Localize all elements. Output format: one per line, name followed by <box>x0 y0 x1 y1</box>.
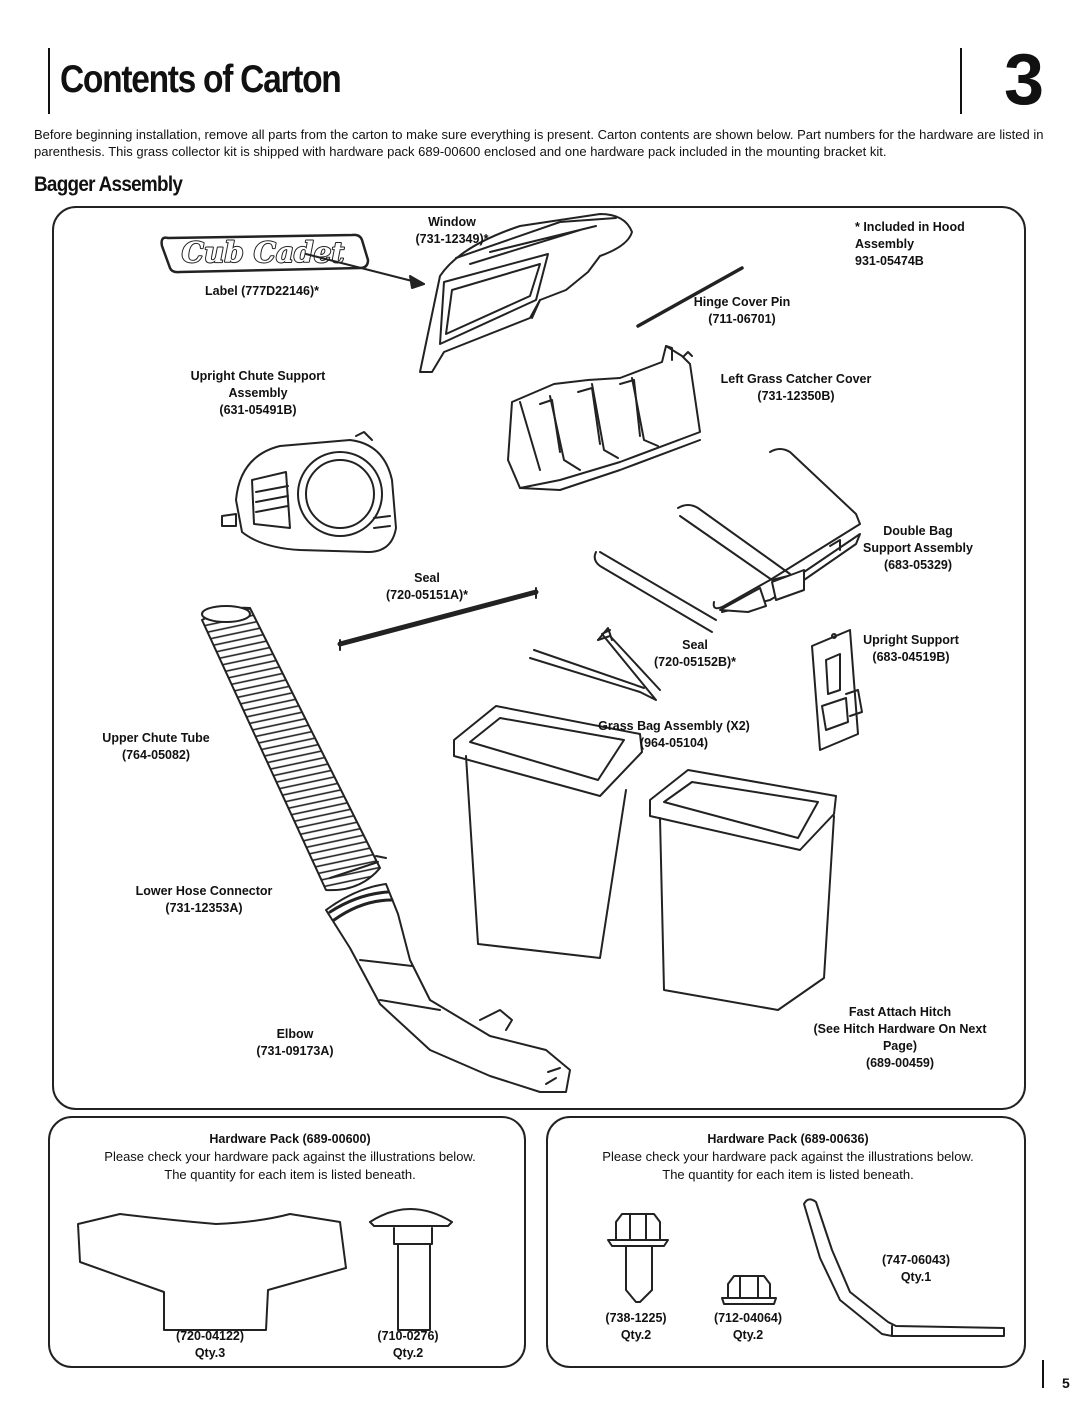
page-number: 5 <box>1062 1375 1070 1391</box>
hardware-item-label: (712-04064)Qty.2 <box>713 1311 783 1342</box>
lower-hose-label: Lower Hose Connector(731-12353A) <box>135 884 273 915</box>
seal-b-icon <box>530 628 660 700</box>
grass-catcher-cover-icon <box>508 346 700 490</box>
cub-cadet-logo-icon: Cub Cadet <box>162 235 368 272</box>
seal-b-label: Seal(720-05152B)* <box>654 638 736 669</box>
hardware-pack-right-panel <box>546 1116 1026 1368</box>
seal-a-label: Seal(720-05151A)* <box>386 571 468 602</box>
seal-a-icon <box>340 592 536 644</box>
carriage-bolt-icon <box>370 1209 452 1330</box>
chute-tube-icon <box>202 606 386 890</box>
title-rule <box>48 48 50 114</box>
hardware-left-header: Hardware Pack (689-00600) Please check y… <box>104 1132 476 1182</box>
hinge-pin-icon <box>638 268 742 326</box>
hex-nut-icon <box>722 1276 776 1304</box>
elbow-label: Elbow(731-09173A) <box>256 1027 334 1058</box>
bagger-assembly-panel <box>52 206 1026 1110</box>
upright-support-icon <box>812 630 862 750</box>
hardware-item-label: (747-06043)Qty.1 <box>881 1253 951 1284</box>
hitch-label: Fast Attach Hitch(See Hitch Hardware On … <box>813 1005 987 1070</box>
hardware-item-label: (710-0276)Qty.2 <box>377 1329 439 1360</box>
hardware-right-header: Hardware Pack (689-00636) Please check y… <box>602 1132 974 1182</box>
grass-bag-icon <box>454 706 642 958</box>
elbow-icon <box>326 884 570 1092</box>
label-part-label: Label (777D22146)* <box>205 284 319 298</box>
hinge-pin-label: Hinge Cover Pin(711-06701) <box>693 295 791 326</box>
hardware-item-label: (738-1225)Qty.2 <box>605 1311 667 1342</box>
logo-wordmark: Cub Cadet <box>182 236 345 269</box>
hitch-pin-icon <box>804 1199 1004 1336</box>
page-title: Contents of Carton <box>60 58 342 101</box>
double-bag-support-icon <box>595 449 860 632</box>
chapter-rule <box>960 48 962 114</box>
hardware-wing-icon <box>78 1214 346 1330</box>
section-title: Bagger Assembly <box>34 173 183 196</box>
intro-paragraph: Before beginning installation, remove al… <box>34 127 1044 159</box>
hardware-pack-left-panel <box>48 1116 526 1368</box>
flange-bolt-icon <box>608 1214 668 1302</box>
upper-chute-label: Upper Chute Tube(764-05082) <box>102 731 210 762</box>
grass-bag-label: Grass Bag Assembly (X2)(964-05104) <box>598 719 750 750</box>
chapter-number: 3 <box>1004 40 1045 120</box>
upright-support-label: Upright Support(683-04519B) <box>863 633 959 664</box>
hardware-item-label: (720-04122)Qty.3 <box>175 1329 245 1360</box>
left-cover-label: Left Grass Catcher Cover(731-12350B) <box>720 372 872 403</box>
window-icon <box>420 214 632 372</box>
window-label: Window(731-12349)* <box>415 215 489 246</box>
page-number-rule <box>1042 1360 1044 1388</box>
grass-bag-icon-2 <box>650 770 836 1010</box>
chute-support-icon <box>222 432 396 552</box>
